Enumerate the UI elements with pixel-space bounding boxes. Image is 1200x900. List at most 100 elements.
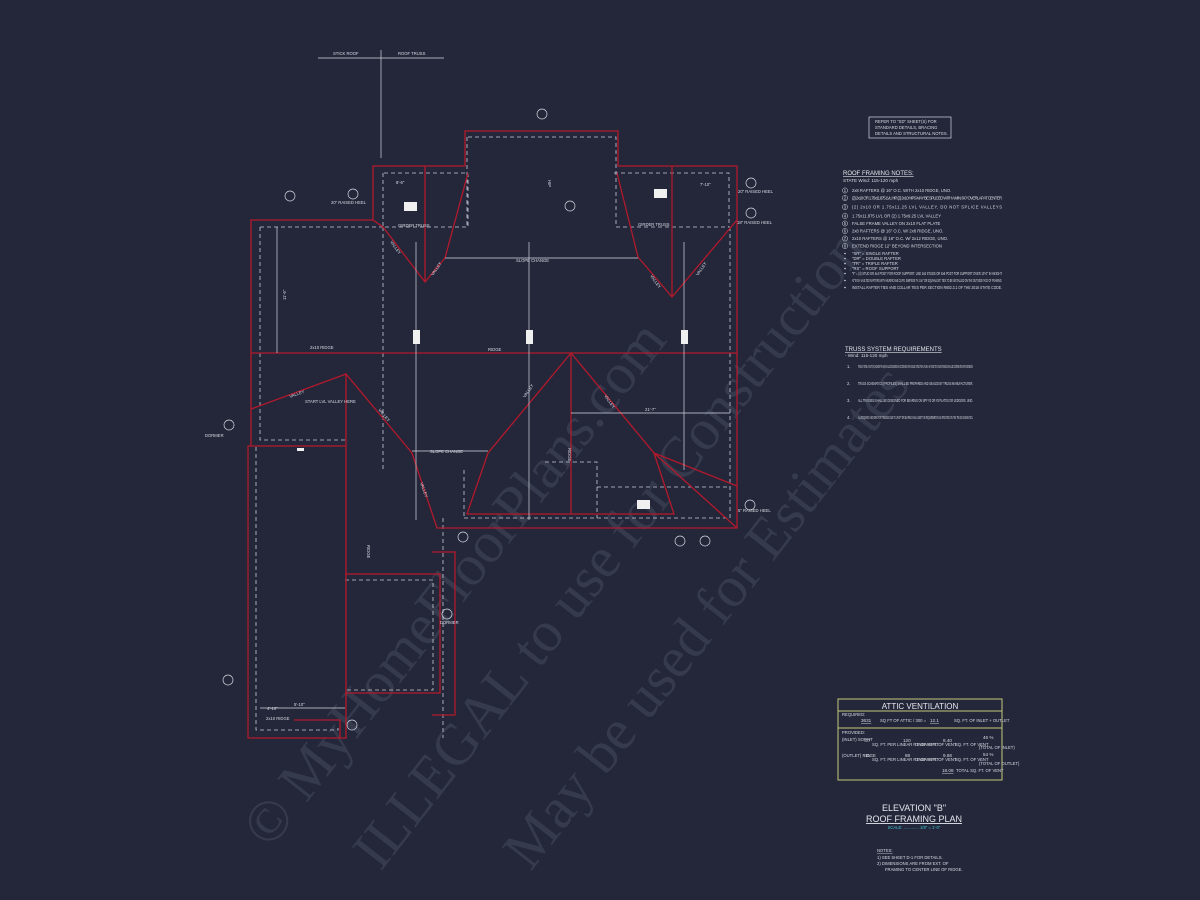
bullet-icon [844,252,846,255]
notes-title: NOTES: [877,848,893,853]
required-label: REQUIRED: [842,712,865,717]
stick-roof-label: STICK ROOF [333,51,359,56]
note-bullet-text: INSTALL RAFTER TIES AND COLLAR TIES PER … [852,285,1002,290]
dimension-label: 7'-10" [700,182,711,187]
ridge-label: 2x10 RIDGE [266,716,290,721]
valley-label: VALLEY [430,261,443,277]
roof-framing-notes-title: ROOF FRAMING NOTES: [843,171,914,177]
truss-item-number: 3. [847,398,851,403]
ridge-label: RIDGE [366,545,371,558]
valley-label: VALLEY [522,383,535,399]
elevation-title: ELEVATION "B" [882,803,946,813]
hip-label: HIP [547,180,552,187]
bullet-icon [844,257,846,260]
dormer-label: DORMER [440,620,459,625]
bottom-notes: NOTES: 1) SEE SHEET D-1 FOR DETAILS. 2) … [877,848,963,872]
truss-item-text: ALL TRUSSES SHALL BE DESIGNED FOR BEARIN… [858,398,973,403]
note-bullet-text: "DR" = DOUBLE RAFTER [852,256,901,261]
note-number: 2 [844,196,847,201]
girder-truss-label: GIRDER TRUSS [638,222,670,227]
note-number: 7 [844,236,847,241]
area-text: SQ. FT. OF VENT [955,757,989,762]
girder-truss-label: GIRDER TRUSS [398,223,430,228]
roof-framing-notes-subtitle: STATE Wind: 115-120 mph [843,178,899,183]
note-number: 6 [844,229,847,234]
note-text: 2x8 RAFTERS @ 16" O.C. WITH 2x10 RIDGE, … [852,188,951,193]
dimension-label: 4'-10" [267,706,278,711]
required-unit: SQ. FT. OF INLET + OUTLET [954,718,1010,723]
framing-lines [260,189,730,709]
attic-ventilation-table: ATTIC VENTILATION REQUIRED: 3631 SQ FT O… [837,698,1020,781]
note-bullet-text: "#" = (3) STUD OR 4x4 POST FOR ROOF SUPP… [852,271,1002,276]
ridge-percent: 54 % [983,752,993,757]
scale-label: SCALE: ............. 1/8" = 1'-0" [888,825,941,830]
note-bullet-text: "SR" = SINGLE RAFTER [852,251,899,256]
note-number-circle [842,187,848,194]
note-number: 8 [844,244,847,249]
post-marker [526,330,533,344]
note-text: EXTEND RIDGE 12" BEYOND INTERSECTION [852,244,942,249]
truss-system-requirements: TRUSS SYSTEM REQUIREMENTS - Wind: 115-12… [845,347,973,420]
note-number-circle [842,243,848,249]
note-text: (2) 2x10 OR 1.75x11.25 LVL VALLEY, DO NO… [852,205,1002,210]
bullet-icon [844,286,846,289]
attic-ventilation-title: ATTIC VENTILATION [882,702,959,711]
slope-change-label: SLOPE CHANGE [430,449,463,454]
required-text: SQ FT OF ATTIC / 300 = [880,718,927,723]
bullet-icon [844,267,846,270]
post-marker [404,202,417,211]
valley-label: VALLEY [419,482,429,498]
refer-note-line: REFER TO "SD" SHEET(S) FOR [875,119,937,124]
note-number: 1 [844,188,847,193]
total-vent-text: TOTAL SQ. FT. OF VENT [956,768,1004,773]
soffit-rate: .07 [864,738,871,743]
valley-label: VALLEY [389,240,402,256]
ridge-label: RIDGE [488,347,501,352]
note-number: 3 [844,205,847,210]
soffit-length: 120 [903,738,911,743]
truss-item-text: ALL REQUIRED ANCHORS FOR TRUSSES DUE TO … [858,415,973,420]
slope-change-label: SLOPE CHANGE [516,258,549,263]
rate-text: SQ. FT. PER LINEAR FT. OF VENT [872,757,939,762]
truss-item-text: TRUSS SCHEMATICS (PROFILES) SHALL BE PRE… [858,381,973,386]
ridge-vent-label: (OUTLET) RIDGE [842,753,876,758]
raised-heel-label: 5" RAISED HEEL [738,508,771,513]
post-marker [297,448,304,451]
length-text: LINEAR FT. OF VENT [915,742,957,747]
post-marker [681,330,688,344]
note-text: 2x8 RAFTERS @ 16" O.C. W/ 2x8 RIDGE, UNO… [852,229,943,234]
soffit-label: (INLET) SOFFIT [842,737,873,742]
note-text: 1.75x11.875 LVL OR (2) 1.75x9.25 LVL VAL… [852,214,941,219]
rate-text: SQ. FT. PER LINEAR FT. OF VENT [872,742,939,747]
length-text: LINEAR FT. OF VENT [915,757,957,762]
note-bullet-text: "TR" = TRIPLE RAFTER [852,261,898,266]
note-text: (2) 2x10 OR 1.75x11.875 LVL HIP. (2) 2x1… [852,196,1002,201]
raised-heel-label: 20" RAISED HEEL [738,189,774,194]
ridge-label: RIDGE [567,448,572,461]
note-bullet-text: ATTACH VAULTED RAFTERS WITH HURRICANE CL… [852,278,1002,283]
note-text: FALSE FRAME VALLEY ON 2x10 FLAT PLATE [852,221,940,226]
dimension-label: 11'-6" [282,289,287,300]
note-number-circle [842,213,848,219]
truss-item-number: 2. [847,381,851,386]
bullet-icon [844,272,846,275]
drawing-title: ELEVATION "B" ROOF FRAMING PLAN SCALE: .… [866,803,962,830]
note-text: 2x10 RAFTERS @ 16" O.C. W/ 2x12 RIDGE, U… [852,236,948,241]
bullet-icon [844,262,846,265]
stick-truss-divider: STICK ROOF ROOF TRUSS [318,50,444,158]
note-number-circle [842,235,848,242]
required-vent-value: 12.1 [930,718,939,723]
percent-inlet-text: (TOTAL OF INLET) [979,745,1015,750]
dormer-label: DORMER [205,433,224,438]
note-line: 2) DIMENSIONS ARE FROM EXT. OF [877,861,949,866]
soffit-percent: 46 % [983,735,993,740]
note-number-circle [842,195,848,201]
ridge-length: 88 [905,753,911,758]
note-line: FRAMING TO CENTER LINE OF RIDGE. [885,867,963,872]
truss-requirements-title: TRUSS SYSTEM REQUIREMENTS [845,347,942,353]
note-number-circle [842,228,848,234]
valley-label: VALLEY [289,389,305,399]
plan-title: ROOF FRAMING PLAN [866,814,962,824]
note-line: 1) SEE SHEET D-1 FOR DETAILS. [877,855,943,860]
